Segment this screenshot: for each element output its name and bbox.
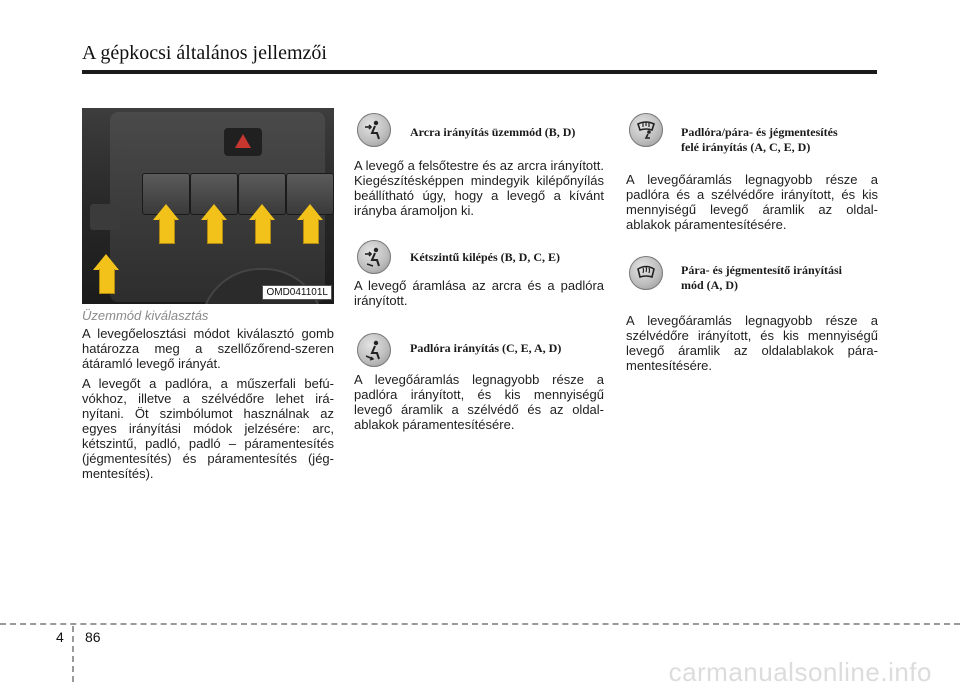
paragraph: A levegőáramlás legnagyobb része a szélv… <box>626 313 878 373</box>
paragraph: A levegő a felsőtestre és az arcra irány… <box>354 158 604 218</box>
chapter-number: 4 <box>56 629 64 645</box>
face-mode-icon <box>357 113 391 147</box>
floor-mode-text: A levegőáramlás legnagyobb része a padló… <box>354 372 604 437</box>
footer-rule <box>0 623 960 625</box>
paragraph: A levegőelosztási módot kiválasztó gomb … <box>82 326 334 371</box>
defrost-mode-icon <box>629 256 663 290</box>
bilevel-mode-text: A levegő áramlása az arcra és a padlóra … <box>354 278 604 313</box>
climate-panel-photo: OMD041101L <box>82 108 334 304</box>
page-number: 86 <box>85 629 101 645</box>
hazard-button <box>224 128 262 156</box>
floor-mode-icon <box>357 333 391 367</box>
footer-divider <box>72 626 74 682</box>
floor-defrost-mode-title: Padlóra/pára- és jégmentesítés felé irán… <box>681 125 838 155</box>
floor-defrost-mode-text: A levegőáramlás legnagyobb része a padló… <box>626 172 878 237</box>
face-mode-title: Arcra irányítás üzemmód (B, D) <box>410 125 576 139</box>
paragraph: A levegőáramlás legnagyobb része a padló… <box>626 172 878 232</box>
face-mode-text: A levegő a felsőtestre és az arcra irány… <box>354 158 604 223</box>
paragraph: A levegőt a padlóra, a műszerfali befú-v… <box>82 376 334 481</box>
section-heading: Üzemmód kiválasztás <box>82 308 209 323</box>
title-line: Padlóra/pára- és jégmentesítés <box>681 125 838 139</box>
paragraph: A levegő áramlása az arcra és a padlóra … <box>354 278 604 308</box>
bilevel-mode-title: Kétszintű kilépés (B, D, C, E) <box>410 250 560 264</box>
title-line: mód (A, D) <box>681 278 738 292</box>
bilevel-mode-icon <box>357 240 391 274</box>
title-line: felé irányítás (A, C, E, D) <box>681 140 811 154</box>
floor-defrost-mode-icon <box>629 113 663 147</box>
title-line: Pára- és jégmentesítő irányítási <box>681 263 842 277</box>
left-column: A levegőelosztási módot kiválasztó gomb … <box>82 326 334 486</box>
paragraph: A levegőáramlás legnagyobb része a padló… <box>354 372 604 432</box>
defrost-button <box>90 204 120 230</box>
defrost-mode-text: A levegőáramlás legnagyobb része a szélv… <box>626 313 878 378</box>
figure-label: OMD041101L <box>262 285 332 300</box>
header-rule <box>82 70 877 74</box>
floor-mode-title: Padlóra irányítás (C, E, A, D) <box>410 341 562 355</box>
watermark: carmanualsonline.info <box>668 657 932 687</box>
defrost-mode-title: Pára- és jégmentesítő irányítási mód (A,… <box>681 263 842 293</box>
page-header-title: A gépkocsi általános jellemzői <box>82 42 327 64</box>
